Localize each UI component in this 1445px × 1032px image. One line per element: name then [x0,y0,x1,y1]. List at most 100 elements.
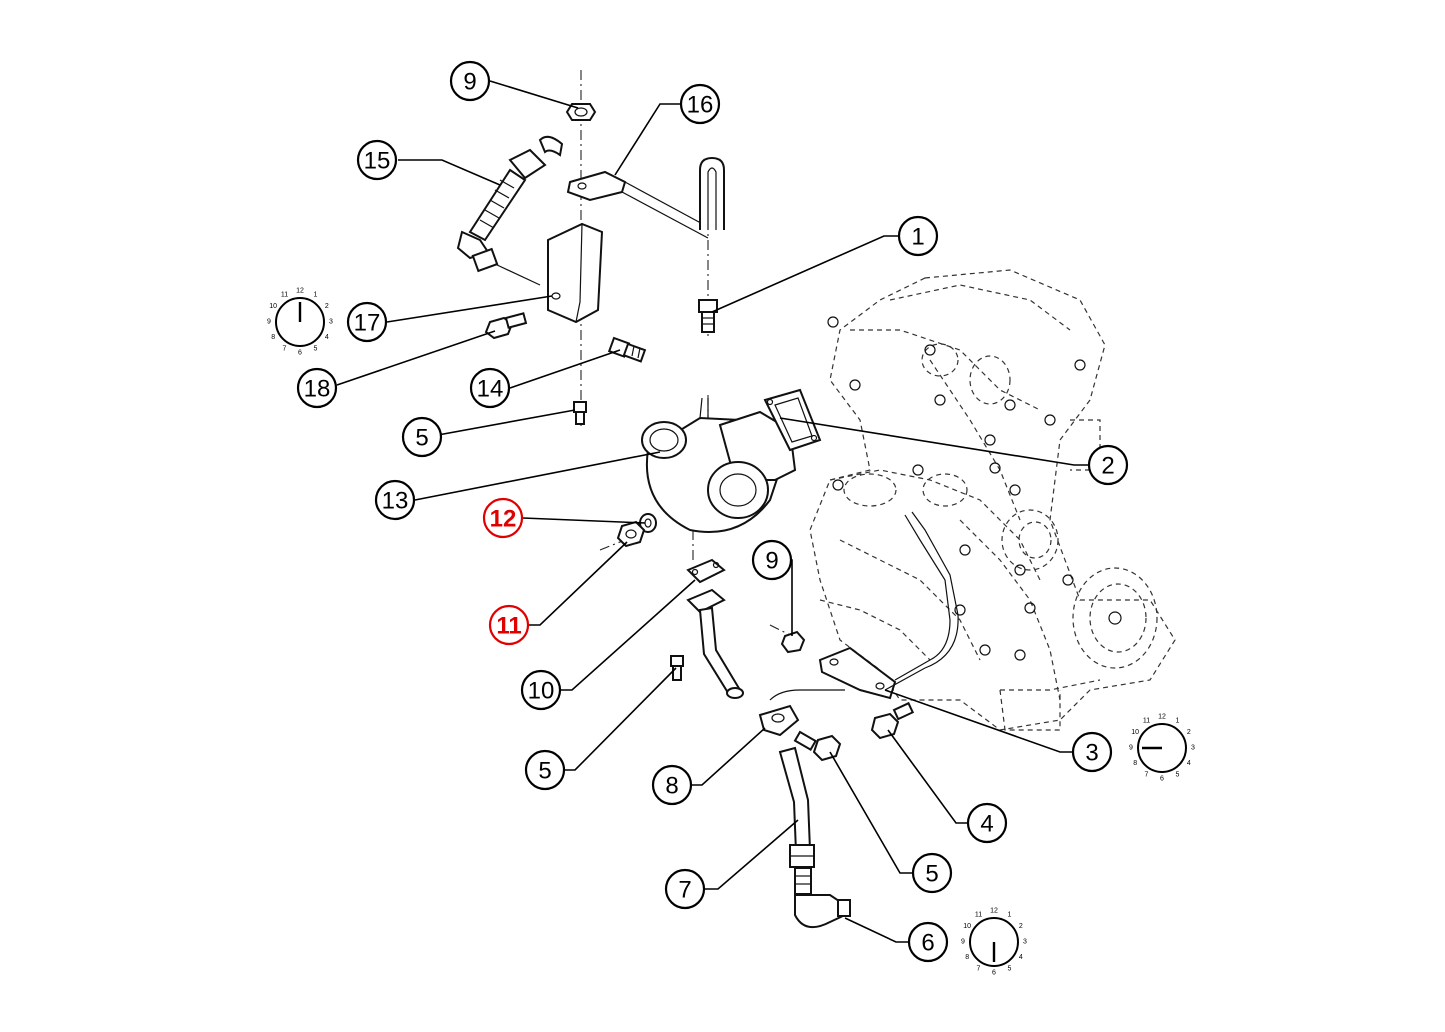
callout-17: 17 [346,301,388,343]
callout-18: 18 [296,367,338,409]
callout-label: 5 [925,861,938,888]
callout-label: 14 [477,376,504,403]
clock-numeral: 7 [283,345,287,352]
callout-1: 1 [897,215,939,257]
callout-4: 4 [966,802,1008,844]
clock-numeral: 1 [1008,912,1012,919]
orientation-clock-icon: 12 12 3 45 6 7 8 9 10 11 [1129,714,1195,783]
clock-numeral: 1 [1176,718,1180,725]
clock-numeral: 5 [1008,965,1012,972]
clock-numeral: 7 [1145,771,1149,778]
clock-numeral: 12 [1158,714,1166,721]
clock-numeral: 1 [314,292,318,299]
callout-7: 7 [664,868,706,910]
callout-9-right: 9 [751,539,793,581]
callout-label: 16 [687,92,714,119]
hex-nut [616,520,646,548]
clock-numeral: 5 [314,345,318,352]
leader-lines [336,80,1088,943]
nut-top [565,103,597,121]
clock-numeral: 2 [325,303,329,310]
callout-label: 6 [921,930,934,957]
oil-line-bracket [566,170,711,239]
callout-label: 9 [463,69,476,96]
callout-6: 6 [907,921,949,963]
fitting-left [670,655,684,681]
clock-numeral: 2 [1187,729,1191,736]
callout-label: 11 [496,613,521,640]
callout-label: 12 [490,506,517,533]
callout-label: 1 [911,224,924,251]
clock-numeral: 3 [1023,939,1027,946]
clock-numeral: 11 [975,912,982,919]
clock-numeral: 6 [1160,776,1164,783]
callout-label: 9 [765,548,778,575]
callout-11: 11 [488,604,530,646]
callout-10: 10 [520,669,562,711]
callout-label: 15 [364,148,391,175]
clock-numeral: 4 [1019,954,1023,961]
clock-numeral: 12 [990,908,998,915]
hose-clamp [758,704,800,737]
drain-gasket [686,558,726,584]
turbocharger [641,397,797,533]
callout-label: 4 [980,811,993,838]
oil-pressure-sender [698,156,725,333]
callout-label: 7 [678,877,691,904]
clock-numeral: 6 [298,350,302,357]
callout-2: 2 [1087,444,1129,486]
union-fitting [607,336,647,363]
nut-right [780,630,806,654]
callout-3: 3 [1071,731,1113,773]
elbow-fitting [794,867,851,929]
callout-label: 10 [528,678,555,705]
engine-block-outline [809,269,1176,731]
clock-numeral: 9 [1129,745,1133,752]
callout-13: 13 [374,479,416,521]
oil-return-tube [778,746,815,868]
callout-9-top: 9 [449,60,491,102]
callout-12: 12 [482,497,524,539]
clock-numeral: 8 [1133,760,1137,767]
clock-numeral: 9 [267,319,271,326]
fitting-lower [793,730,842,762]
clock-numeral: 8 [271,334,275,341]
callout-5-lower: 5 [911,852,953,894]
callout-label: 18 [304,376,331,403]
oil-feed-hose [456,135,564,286]
callout-label: 5 [415,425,428,452]
callout-label: 2 [1101,453,1114,480]
clock-numeral: 5 [1176,771,1180,778]
bolt-left [484,312,528,340]
clock-numeral: 4 [325,334,329,341]
callout-label: 17 [354,310,381,337]
clock-numeral: 6 [992,970,996,977]
callout-14: 14 [469,367,511,409]
clock-numeral: 7 [977,965,981,972]
drain-tube [686,588,744,699]
callout-label: 3 [1085,740,1098,767]
callout-5-top: 5 [401,416,443,458]
clock-numeral: 3 [329,319,333,326]
clock-numeral: 10 [1131,729,1139,736]
clock-numeral: 11 [281,292,288,299]
tube-bracket [769,511,959,701]
clock-numeral: 12 [296,288,304,295]
callout-8: 8 [651,764,693,806]
callout-16: 16 [679,83,721,125]
callout-label: 8 [665,773,678,800]
clock-numeral: 2 [1019,923,1023,930]
support-bracket [547,222,604,324]
clock-numeral: 3 [1191,745,1195,752]
clock-numeral: 11 [1143,718,1150,725]
callout-label: 5 [538,758,551,785]
callout-5-left: 5 [524,749,566,791]
callout-label: 13 [382,488,409,515]
clock-numeral: 10 [963,923,971,930]
fitting-top [573,401,587,425]
clock-numeral: 4 [1187,760,1191,767]
